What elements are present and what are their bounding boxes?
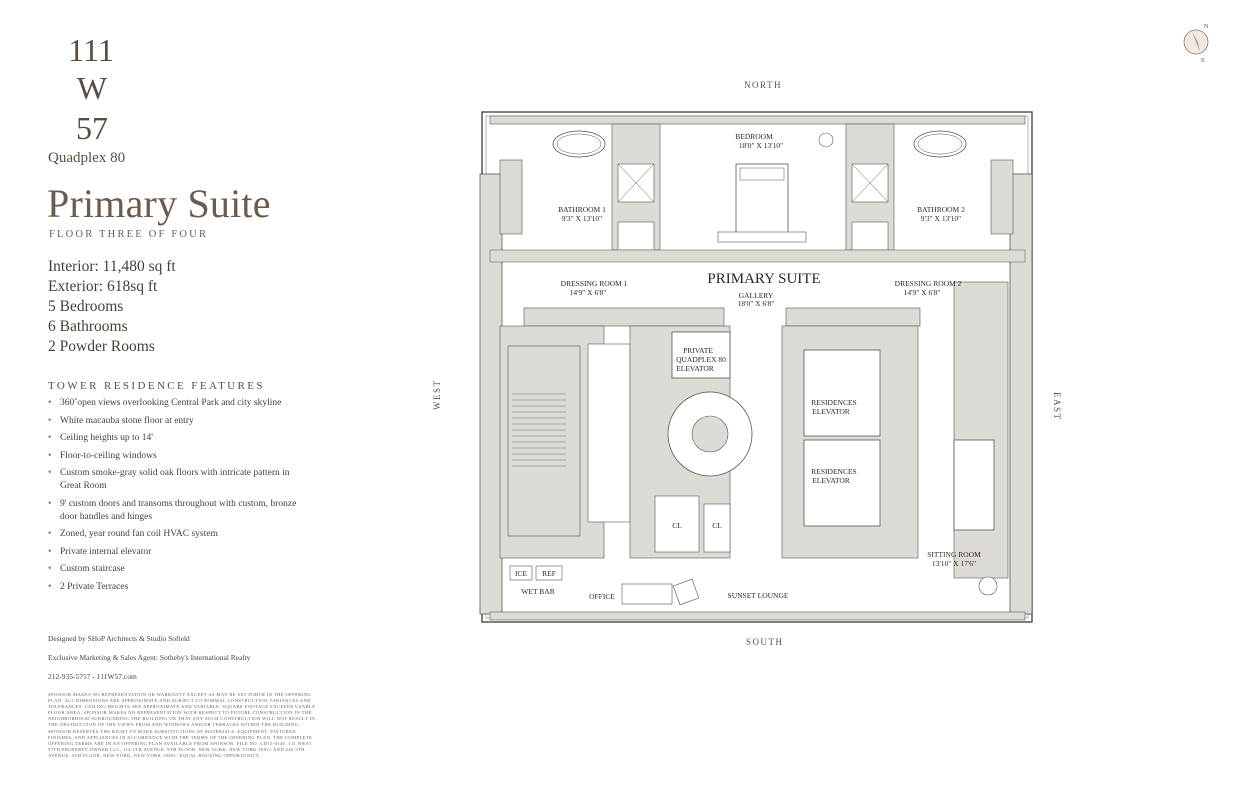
feature-item: White macauba stone floor at entry xyxy=(48,415,308,428)
bedroom-count: 5 Bedrooms xyxy=(48,298,124,315)
feature-item: 9' custom doors and transoms throughout … xyxy=(48,498,308,524)
bathroom2-dims: 9'3" X 13'10" xyxy=(921,214,962,223)
direction-east: EAST xyxy=(1052,392,1062,421)
east-partition xyxy=(953,281,1009,579)
office-desk xyxy=(621,583,673,605)
west-service-corridor xyxy=(587,343,631,523)
res-elevator2-label-2: ELEVATOR xyxy=(812,476,850,485)
feature-item: Ceiling heights up to 14' xyxy=(48,432,308,445)
ice-machine xyxy=(509,565,533,581)
res-elevator2-label-1: RESIDENCES xyxy=(811,467,856,476)
dressing1-dims: 14'9" X 6'8" xyxy=(570,288,607,297)
dressing1-wall xyxy=(523,307,725,327)
bathroom2-label: BATHROOM 2 xyxy=(917,205,965,214)
features-heading: TOWER RESIDENCE FEATURES xyxy=(48,380,265,392)
private-elevator xyxy=(671,331,731,379)
residences-elevator-1 xyxy=(803,349,881,437)
private-elevator-label-2: QUADPLEX 80 xyxy=(676,355,726,364)
direction-west: WEST xyxy=(432,379,442,411)
compass-s: S xyxy=(1201,58,1204,64)
refrigerator xyxy=(535,565,563,581)
res-elevator1-label-1: RESIDENCES xyxy=(811,398,856,407)
feature-item: Custom smoke-gray solid oak floors with … xyxy=(48,467,308,493)
office-label: OFFICE xyxy=(589,592,615,601)
west-facade xyxy=(479,173,503,615)
bathroom1-dims: 9'3" X 13'10" xyxy=(562,214,603,223)
south-wall xyxy=(489,611,1026,621)
bathtub-2-icon xyxy=(913,130,967,158)
armchair-icon xyxy=(978,576,998,596)
residences-elevator-2 xyxy=(803,439,881,527)
feature-item: Custom staircase xyxy=(48,563,308,576)
floor-label: FLOOR THREE OF FOUR xyxy=(49,229,209,240)
interior-area: Interior: 11,480 sq ft xyxy=(48,258,176,275)
feature-item: 2 Private Terraces xyxy=(48,581,308,594)
marketing-credit: Exclusive Marketing & Sales Agent: Sothe… xyxy=(48,653,251,662)
feature-item: 360˚open views overlooking Central Park … xyxy=(48,397,308,410)
compass-n: N xyxy=(1204,24,1209,30)
closet1-label: CL xyxy=(672,521,682,530)
private-elevator-label-1: PRIVATE xyxy=(683,346,713,355)
bedroom-dims: 18'0" X 13'10" xyxy=(739,141,783,150)
north-wall xyxy=(489,115,1026,125)
sitting-room-label: SITTING ROOM xyxy=(927,550,981,559)
bathroom2-vanity xyxy=(990,159,1014,235)
sunset-lounge-label: SUNSET LOUNGE xyxy=(728,591,789,600)
compass-icon: N S xyxy=(1178,20,1218,66)
private-elevator-label-3: ELEVATOR xyxy=(676,364,714,373)
bathroom-count: 6 Bathrooms xyxy=(48,318,128,335)
bathroom2-wc xyxy=(851,221,889,251)
feature-item: Floor-to-ceiling windows xyxy=(48,450,308,463)
sofa-icon xyxy=(953,439,995,531)
stair-treads xyxy=(512,393,566,467)
exterior-area: Exterior: 618sq ft xyxy=(48,278,158,295)
direction-south: SOUTH xyxy=(746,637,784,647)
dressing1-label: DRESSING ROOM 1 xyxy=(561,279,628,288)
dressing2-label: DRESSING ROOM 2 xyxy=(895,279,962,288)
address-street: 57 xyxy=(76,110,108,146)
wet-bar-label: WET BAR xyxy=(521,587,554,596)
sitting-room-dims: 13'10" X 17'6" xyxy=(932,559,976,568)
ice-label: ICE xyxy=(515,569,528,578)
closet-2 xyxy=(703,503,731,553)
feature-item: Private internal elevator xyxy=(48,546,308,559)
bedroom-label: BEDROOM xyxy=(735,132,773,141)
primary-suite-label: PRIMARY SUITE xyxy=(707,271,820,287)
headboard xyxy=(717,231,807,243)
direction-north: NORTH xyxy=(744,80,782,90)
address-street-dir: W xyxy=(76,70,108,106)
fire-stair xyxy=(507,345,581,537)
east-facade xyxy=(1009,173,1033,615)
closet2-label: CL xyxy=(712,521,722,530)
page-title: Primary Suite xyxy=(47,181,271,226)
dressing2-dims: 14'9" X 6'8" xyxy=(904,288,941,297)
address-number: 111 xyxy=(68,32,114,68)
lounge-chair-icon xyxy=(672,578,700,606)
contact-info: 212-935-5757 - 111W57.com xyxy=(48,672,137,681)
ref-label: REF xyxy=(542,569,556,578)
dressing2-wall xyxy=(785,307,921,327)
designer-credit: Designed by SHoP Architects & Studio Sof… xyxy=(48,634,190,643)
plan-name: Quadplex 80 xyxy=(48,150,126,166)
chair-icon xyxy=(818,132,834,148)
closet-1 xyxy=(654,495,700,553)
bathroom1-vanity xyxy=(499,159,523,235)
corridor-wall xyxy=(489,249,1026,263)
floor-plan: BEDROOM 18'0" X 13'10" BATHROOM 1 9'3" X… xyxy=(479,111,1033,623)
feature-item: Zoned, year round fan coil HVAC system xyxy=(48,528,308,541)
bathtub-1-icon xyxy=(552,130,606,158)
bathroom1-wc xyxy=(617,221,655,251)
bathroom1-label: BATHROOM 1 xyxy=(558,205,606,214)
res-elevator1-label-2: ELEVATOR xyxy=(812,407,850,416)
gallery-label: GALLERY xyxy=(739,291,774,300)
features-list: 360˚open views overlooking Central Park … xyxy=(48,397,308,598)
gallery-dims: 18'0" X 6'8" xyxy=(738,299,775,308)
legal-disclaimer: Sponsor makes no representation or warra… xyxy=(48,692,316,758)
powder-room-count: 2 Powder Rooms xyxy=(48,338,155,355)
